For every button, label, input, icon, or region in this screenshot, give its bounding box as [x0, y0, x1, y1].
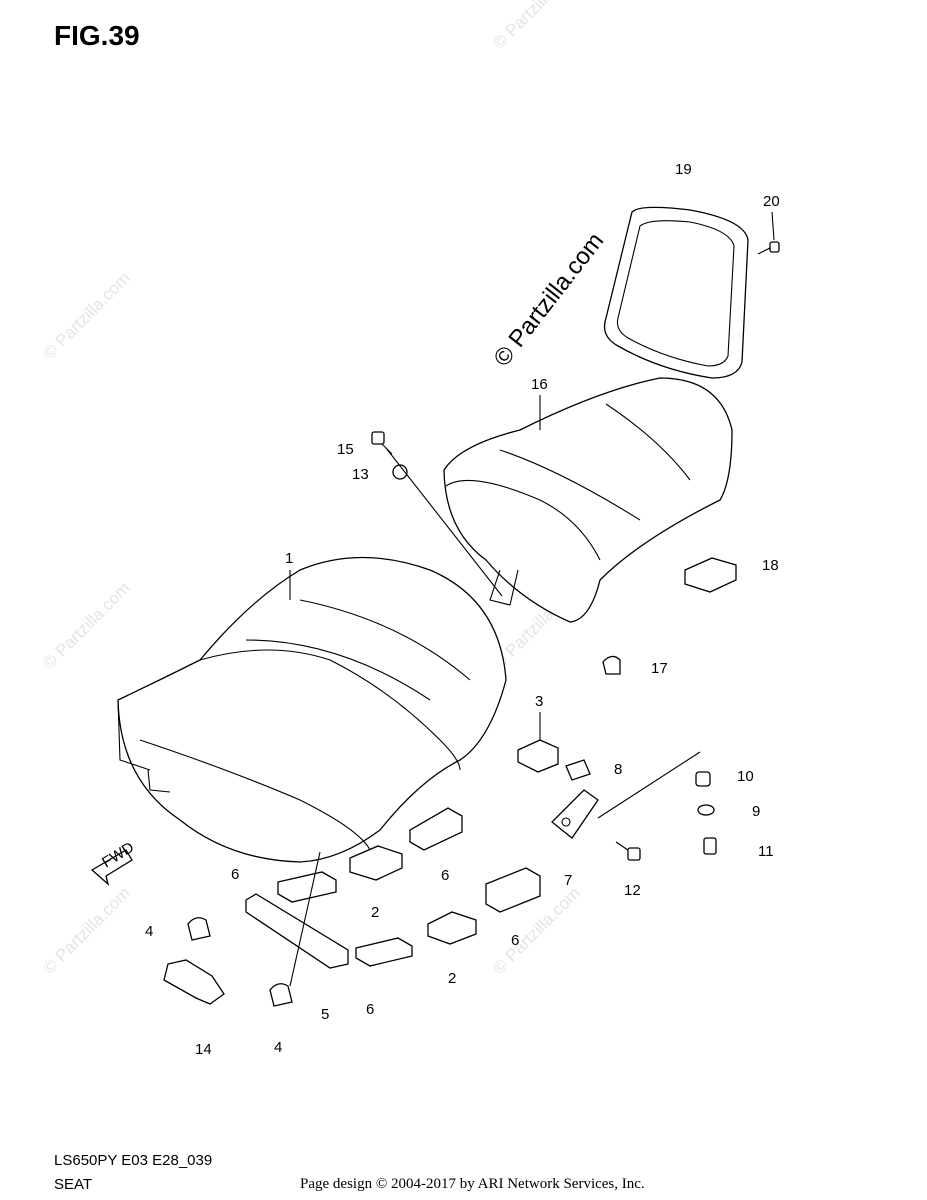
callout-12: 12: [624, 882, 641, 899]
model-code: LS650PY E03 E28_039: [54, 1152, 213, 1169]
callout-7: 7: [564, 872, 572, 889]
fwd-arrow-icon: FWD: [90, 839, 137, 886]
callout-11: 11: [758, 843, 774, 860]
callout-6: 6: [231, 866, 239, 883]
part-9-washer: [697, 804, 715, 816]
part-2-cushion: [349, 845, 403, 881]
leader-lines: [289, 447, 701, 987]
callout-13: 13: [352, 466, 369, 483]
part-2-cushion: [427, 911, 477, 945]
callout-4: 4: [145, 923, 153, 940]
page-footer: Page design © 2004-2017 by ARI Network S…: [300, 1176, 645, 1192]
callout-4: 4: [274, 1039, 282, 1056]
watermark: © Partzilla.com: [39, 883, 133, 977]
part-6-pad: [277, 871, 337, 903]
part-6-pad: [409, 807, 463, 851]
callout-6: 6: [366, 1001, 374, 1018]
callout-16: 16: [531, 376, 548, 393]
part-1-rider-seat: [117, 556, 507, 863]
part-4-clip: [269, 983, 293, 1007]
diagram-name: SEAT: [54, 1176, 93, 1193]
callout-15: 15: [337, 441, 354, 458]
part-10-collar: [695, 771, 711, 787]
callout-3: 3: [535, 693, 543, 710]
callout-labels: 1 2 2 3 4 4 5 6 6 6 6 7 8 9 10 11 12 13 …: [145, 161, 780, 1058]
callout-19: 19: [675, 161, 692, 178]
callout-20: 20: [763, 193, 780, 210]
part-15-bolt: [371, 431, 393, 455]
callout-2: 2: [371, 904, 379, 921]
callout-6: 6: [441, 867, 449, 884]
part-7-bracket: [551, 789, 599, 839]
watermark-main: © Partzilla.com: [488, 228, 609, 372]
callout-6: 6: [511, 932, 519, 949]
part-3-cushion: [517, 739, 559, 773]
watermark: © Partzilla.com: [489, 0, 583, 53]
part-6-pad: [355, 937, 413, 967]
part-8-clip: [565, 759, 591, 781]
callout-1: 1: [285, 550, 293, 567]
part-20-screw: [757, 211, 780, 255]
part-16-pillion-seat: [443, 377, 733, 623]
part-12-bolt: [615, 841, 641, 861]
part-5-strip: [245, 893, 349, 969]
part-4-clip: [187, 917, 211, 941]
watermark: © Partzilla.com: [39, 578, 133, 672]
callout-14: 14: [195, 1041, 212, 1058]
callout-18: 18: [762, 557, 779, 574]
callout-2: 2: [448, 970, 456, 987]
part-11-bolt: [703, 837, 717, 855]
part-6-pad: [485, 867, 541, 913]
callout-10: 10: [737, 768, 754, 785]
callout-5: 5: [321, 1006, 329, 1023]
part-19-backrest: [603, 206, 749, 379]
part-18-bracket: [684, 557, 737, 593]
callout-17: 17: [651, 660, 668, 677]
figure-title: FIG.39: [54, 20, 140, 51]
part-17-clip: [602, 655, 621, 675]
callout-9: 9: [752, 803, 760, 820]
callout-8: 8: [614, 761, 622, 778]
watermark: © Partzilla.com: [39, 268, 133, 362]
part-14-bracket: [163, 959, 225, 1005]
